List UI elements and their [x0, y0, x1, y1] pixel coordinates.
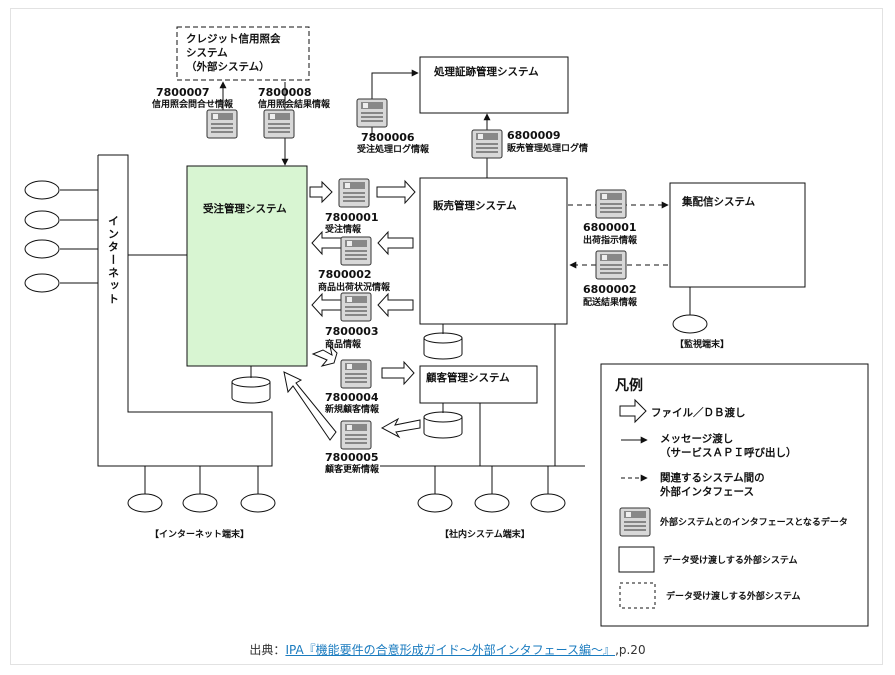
sales-system: 販売管理システム [419, 177, 568, 325]
credit-line-1: クレジット信用照会 [186, 32, 281, 45]
if-7800005-code: 7800005 [325, 451, 379, 464]
internet-bus: インターネット [97, 154, 273, 467]
internet-terminal-label: 【インターネット端末】 [150, 528, 249, 540]
if-7800003-code: 7800003 [325, 325, 379, 338]
if-6800001-code: 6800001 [583, 221, 637, 234]
credit-line-2: システム [186, 47, 228, 59]
if-7800002-name: 商品出荷状況情報 [318, 281, 391, 293]
if-6800001-name: 出荷指示情報 [583, 234, 638, 246]
if-7800007-name: 信用照会問合せ情報 [152, 98, 234, 110]
legend: 凡例 ファイル／ＤＢ渡し メッセージ渡し （サービスＡＰＩ呼び出し） 関連するシ… [600, 363, 869, 627]
if-7800005-name: 顧客更新情報 [325, 463, 380, 475]
monitor-terminal-label: 【監視端末】 [675, 338, 729, 350]
internet-label: インターネット [107, 215, 120, 306]
legend-dashed-box [619, 582, 656, 609]
legend-dashed-label: データ受け渡しする外部システム [666, 590, 801, 602]
if-7800002-code: 7800002 [318, 268, 372, 281]
order-label: 受注管理システム [203, 202, 287, 215]
if-6800002-code: 6800002 [583, 283, 637, 296]
legend-message-sub: （サービスＡＰＩ呼び出し） [660, 446, 797, 459]
if-7800008-code: 7800008 [258, 86, 312, 99]
legend-solid-label: データ受け渡しする外部システム [663, 554, 798, 566]
credit-system: クレジット信用照会 システム （外部システム） [176, 26, 310, 81]
customer-label: 顧客管理システム [426, 371, 510, 384]
if-7800006-name: 受注処理ログ情報 [357, 143, 430, 155]
legend-title: 凡例 [615, 377, 643, 394]
order-system: 受注管理システム [186, 165, 308, 367]
legend-related-sub: 外部インタフェース [659, 485, 754, 498]
if-7800008-name: 信用照会結果情報 [258, 98, 331, 110]
credit-line-3: （外部システム） [186, 60, 270, 73]
source-link[interactable]: IPA『機能要件の合意形成ガイド～外部インタフェース編～』 [285, 643, 616, 657]
if-7800007-code: 7800007 [156, 86, 210, 99]
if-7800004-code: 7800004 [325, 391, 379, 404]
certification-system: 処理証跡管理システム [419, 56, 569, 114]
legend-file-label: ファイル／ＤＢ渡し [651, 406, 746, 419]
if-6800009-name: 販売管理処理ログ情 [507, 142, 588, 154]
file-transfer-arrows [283, 179, 421, 441]
sales-label: 販売管理システム [433, 199, 517, 212]
if-7800006-code: 7800006 [361, 131, 415, 144]
caption-suffix: ,p.20 [615, 643, 646, 657]
legend-message-label: メッセージ渡し [660, 432, 733, 445]
customer-system: 顧客管理システム [419, 365, 538, 404]
legend-solid-box [618, 546, 655, 573]
interface-diagram: インターネット 【インターネット端末】 クレジット信用照会 システム （外部シス… [24, 26, 869, 627]
internal-terminal-label: 【社内システム端末】 [440, 528, 530, 540]
if-7800004-name: 新規顧客情報 [325, 403, 380, 415]
if-7800003-name: 商品情報 [325, 338, 362, 350]
legend-doc-label: 外部システムとのインタフェースとなるデータ [659, 516, 848, 528]
delivery-label: 集配信システム [681, 195, 756, 208]
legend-related-label: 関連するシステム間の [660, 471, 765, 484]
legend-doc-icon [619, 507, 651, 537]
internet-terminals: 【インターネット端末】 [24, 180, 276, 540]
if-7800001-code: 7800001 [325, 211, 379, 224]
delivery-system: 集配信システム [669, 182, 806, 288]
source-caption: 出典：IPA『機能要件の合意形成ガイド～外部インタフェース編～』,p.20 [0, 641, 895, 658]
if-6800002-name: 配送結果情報 [583, 296, 638, 308]
caption-prefix: 出典： [249, 643, 286, 657]
if-6800009-code: 6800009 [507, 129, 561, 142]
legend-file-arrow [619, 398, 647, 424]
if-7800001-name: 受注情報 [325, 223, 362, 235]
certification-label: 処理証跡管理システム [433, 65, 539, 78]
